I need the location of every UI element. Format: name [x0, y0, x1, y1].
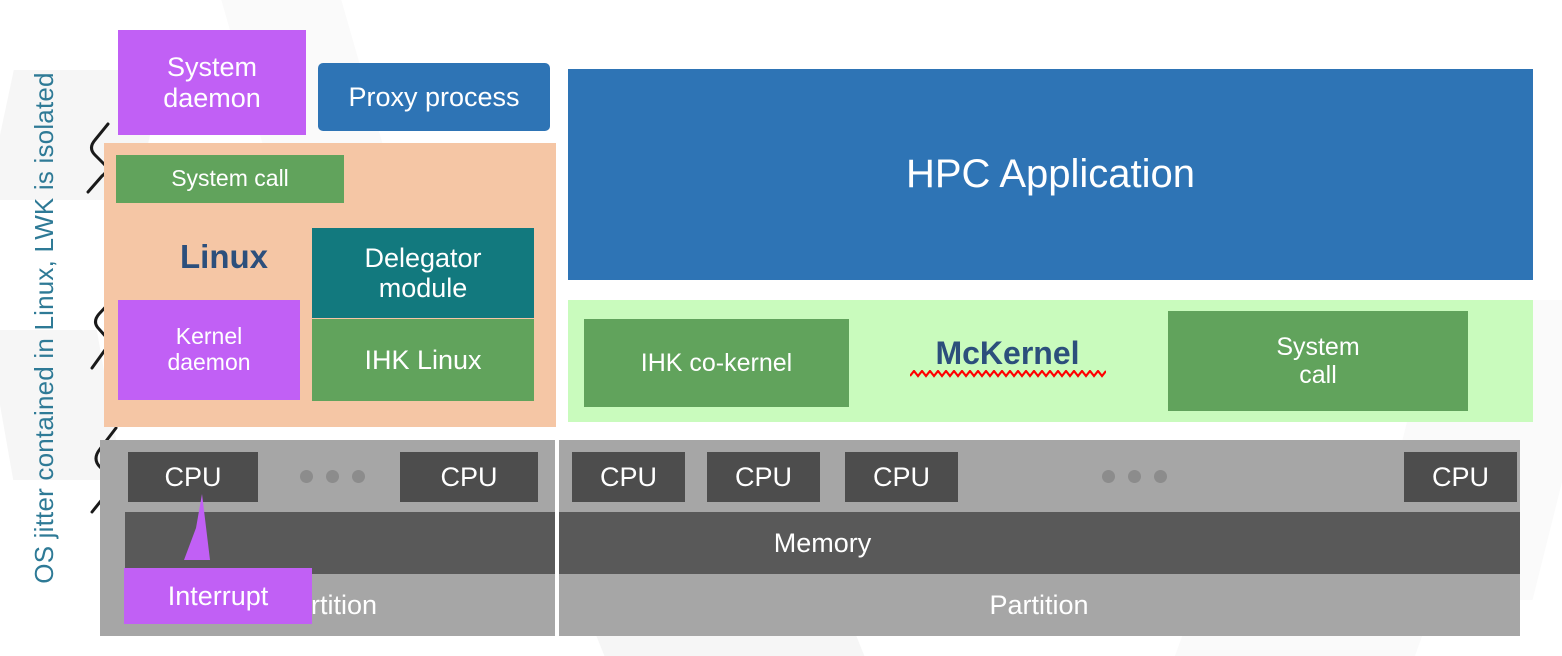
cpu-box: CPU [400, 452, 538, 502]
side-caption: OS jitter contained in Linux, LWK is iso… [28, 72, 59, 584]
system-daemon-box: System daemon [118, 30, 306, 135]
proxy-process-box: Proxy process [318, 63, 550, 131]
mckernel-label: McKernel [900, 332, 1115, 382]
mckernel-system-call-box: System call [1168, 311, 1468, 411]
interrupt-callout: Interrupt [124, 568, 312, 624]
cpu-box: CPU [845, 452, 958, 502]
cpu-ellipsis [300, 470, 365, 483]
cpu-ellipsis [1102, 470, 1167, 483]
cpu-box: CPU [707, 452, 820, 502]
delegator-module-box: Delegator module [312, 228, 534, 318]
ihk-linux-box: IHK Linux [312, 319, 534, 401]
cpu-box: CPU [128, 452, 258, 502]
kernel-daemon-box: Kernel daemon [118, 300, 300, 400]
partition-label-right: Partition [989, 589, 1089, 620]
linux-label: Linux [180, 237, 268, 275]
ihk-cokernel-box: IHK co-kernel [584, 319, 849, 407]
cpu-box: CPU [1404, 452, 1517, 502]
partition-divider [555, 440, 559, 636]
hpc-application-box: HPC Application [568, 69, 1533, 280]
memory-bar: Memory [125, 512, 1520, 574]
mckernel-label-text: McKernel [935, 335, 1080, 372]
linux-system-call-box: System call [116, 155, 344, 203]
spellcheck-squiggle-icon [909, 369, 1106, 378]
cpu-box: CPU [572, 452, 685, 502]
